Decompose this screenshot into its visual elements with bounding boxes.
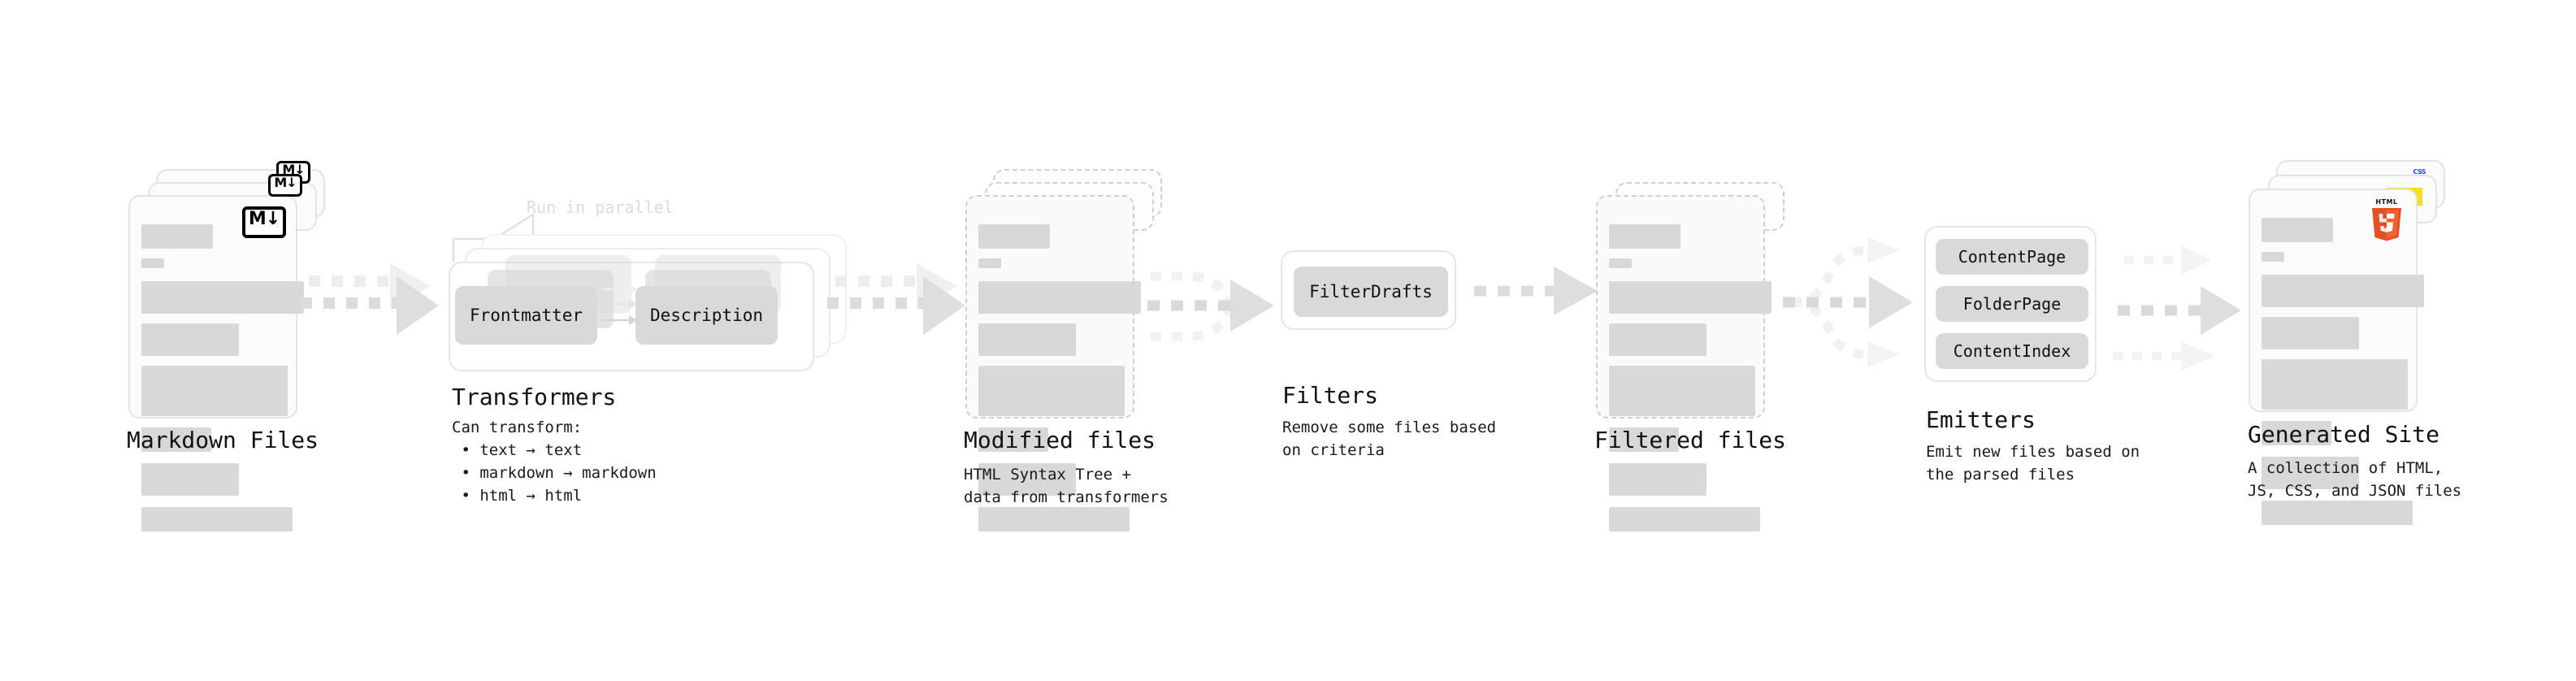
chip-filterdrafts[interactable]: FilterDrafts — [1294, 267, 1448, 317]
doc-skeleton-bar — [978, 507, 1130, 531]
doc-skeleton-bar — [141, 281, 304, 314]
doc-skeleton-bar — [978, 281, 1141, 314]
doc-skeleton-bar — [2262, 275, 2424, 307]
doc-skeleton-bar — [2262, 501, 2413, 525]
emitters-subtitle: Emit new files based on the parsed files — [1926, 443, 2140, 484]
doc-skeleton-bar — [1609, 507, 1760, 531]
doc-skeleton-bar — [1609, 323, 1706, 356]
doc-skeleton-bar — [2262, 218, 2333, 242]
doc-skeleton-bar — [141, 323, 239, 356]
generated-site-title: Generated Site — [2248, 421, 2440, 448]
arrow-md-to-transformers — [301, 263, 439, 335]
doc-skeleton-bar — [2262, 359, 2408, 410]
doc-skeleton-bar — [978, 323, 1076, 356]
doc-skeleton-bar — [978, 427, 1048, 452]
transformers-inner-arrows — [601, 284, 637, 325]
doc-skeleton-bar — [2262, 317, 2359, 349]
filters-title: Filters — [1282, 382, 1379, 409]
doc-skeleton-bar — [1609, 463, 1706, 496]
modified-file-card — [965, 195, 1141, 531]
markdown-badge-back2: M↓ — [276, 161, 310, 184]
arrow-transformers-to-modified — [827, 263, 965, 335]
doc-skeleton-bar — [141, 463, 239, 496]
css-badge-label: CSS — [2413, 168, 2426, 176]
filtered-file-card — [1596, 195, 1772, 531]
chip-description[interactable]: Description — [635, 286, 778, 345]
markdown-badge: M↓ — [242, 206, 286, 238]
modified-files-title: Modified files — [964, 427, 1156, 453]
transformers-subtitle: Can transform: • text → text • markdown … — [452, 419, 657, 505]
doc-skeleton-bar — [2262, 252, 2284, 262]
doc-skeleton-bar — [141, 366, 288, 416]
arrow-emitters-to-site — [2113, 245, 2241, 371]
filters-subtitle: Remove some files based on criteria — [1282, 419, 1497, 459]
emitters-title: Emitters — [1926, 406, 2036, 433]
transformers-group: Frontmatter Description — [449, 255, 814, 371]
transformers-title: Transformers — [452, 384, 617, 410]
modified-files-subtitle: HTML Syntax Tree + data from transformer… — [964, 466, 1169, 506]
doc-skeleton-bar — [1609, 366, 1755, 416]
doc-skeleton-bar — [2262, 457, 2359, 489]
generated-site-subtitle: A collection of HTML, JS, CSS, and JSON … — [2248, 459, 2462, 500]
doc-skeleton-bar — [141, 427, 211, 452]
doc-skeleton-bar — [2262, 421, 2331, 445]
html5-badge: HTML — [2372, 198, 2401, 241]
filters-group: FilterDrafts — [1281, 250, 1456, 330]
doc-skeleton-bar — [1609, 258, 1632, 268]
doc-skeleton-bar — [978, 463, 1076, 496]
doc-skeleton-bar — [141, 224, 213, 249]
chip-contentpage[interactable]: ContentPage — [1936, 239, 2088, 275]
doc-skeleton-bar — [1609, 224, 1680, 249]
doc-skeleton-bar — [978, 366, 1125, 416]
doc-skeleton-bar — [1609, 427, 1679, 452]
doc-skeleton-bar — [978, 258, 1001, 268]
chip-folderpage[interactable]: FolderPage — [1936, 286, 2088, 322]
markdown-badge-back1: M↓ — [268, 174, 302, 197]
svg-text:HTML: HTML — [2375, 198, 2397, 206]
markdown-file-card: M↓ — [128, 195, 304, 531]
arrow-filtered-to-emitters — [1783, 237, 1913, 367]
doc-skeleton-bar — [978, 224, 1050, 249]
doc-skeleton-bar — [141, 258, 164, 268]
markdown-files-title: Markdown Files — [127, 427, 319, 453]
arrow-filters-to-filtered — [1474, 267, 1598, 315]
chip-frontmatter[interactable]: Frontmatter — [455, 286, 597, 345]
site-file-card: HTML — [2249, 189, 2424, 525]
emitters-group: ContentPage FolderPage ContentIndex — [1924, 226, 2097, 382]
arrow-modified-to-filters — [1147, 271, 1274, 341]
filtered-files-title: Filtered files — [1594, 427, 1787, 453]
run-in-parallel-label: Run in parallel — [527, 197, 674, 217]
doc-skeleton-bar — [1609, 281, 1772, 314]
chip-contentindex[interactable]: ContentIndex — [1936, 333, 2088, 369]
doc-skeleton-bar — [141, 507, 293, 531]
